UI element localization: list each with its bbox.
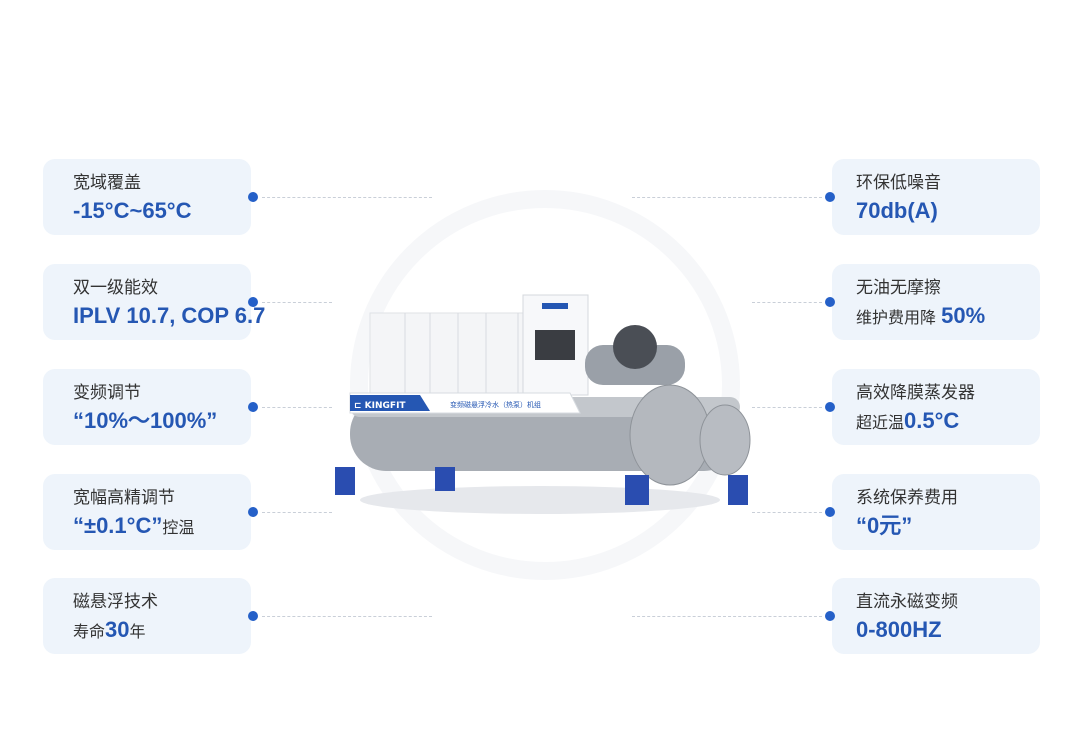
feature-value: “±0.1°C”控温 — [73, 510, 251, 544]
feature-value: 超近温0.5°C — [856, 405, 1040, 439]
connector-dot — [248, 402, 258, 412]
feature-label: 无油无摩擦 — [856, 278, 941, 298]
connector-line — [752, 512, 822, 513]
connector-line — [262, 302, 332, 303]
connector-line — [632, 197, 822, 198]
feature-card: 磁悬浮技术 寿命30年 — [43, 578, 251, 654]
connector-line — [262, 407, 332, 408]
feature-label: 环保低噪音 — [856, 173, 941, 193]
feature-value: 维护费用降 50% — [856, 300, 1040, 334]
value-highlight: 30 — [105, 617, 130, 642]
value-highlight: 50% — [941, 303, 986, 328]
connector-dot — [825, 402, 835, 412]
chiller-unit-image: ⊏ KINGFIT 变频磁悬浮冷水（热泵）机组 — [335, 294, 751, 514]
feature-label: 变频调节 — [73, 383, 141, 403]
feature-card: 环保低噪音 70db(A) — [832, 159, 1040, 235]
feature-value: “10%～100%” — [73, 405, 251, 439]
product-name-label: 变频磁悬浮冷水（热泵）机组 — [450, 400, 541, 409]
connector-dot — [248, 507, 258, 517]
connector-line — [262, 512, 332, 513]
connector-dot — [825, 297, 835, 307]
connector-dot — [248, 192, 258, 202]
feature-label: 系统保养费用 — [856, 488, 958, 508]
value-prefix: 寿命 — [73, 622, 106, 641]
value-highlight: 0.5°C — [904, 408, 960, 433]
connector-line — [632, 616, 822, 617]
feature-label: 磁悬浮技术 — [73, 592, 158, 612]
feature-card: 无油无摩擦 维护费用降 50% — [832, 264, 1040, 340]
feature-label: 直流永磁变频 — [856, 592, 958, 612]
feature-value: 70db(A) — [856, 195, 1040, 229]
value-prefix: 维护费用降 — [856, 308, 942, 327]
value-suffix: 年 — [129, 622, 146, 641]
feature-card: 宽域覆盖 -15°C~65°C — [43, 159, 251, 235]
feature-value: IPLV 10.7, COP 6.7 — [73, 300, 265, 334]
value-highlight: 70db(A) — [856, 198, 938, 223]
feature-label: 双一级能效 — [73, 278, 158, 298]
connector-line — [752, 302, 822, 303]
connector-dot — [825, 507, 835, 517]
feature-card: 变频调节 “10%～100%” — [43, 369, 251, 445]
feature-card: 直流永磁变频 0-800HZ — [832, 578, 1040, 654]
value-highlight: “10%～100%” — [73, 408, 218, 433]
feature-value: -15°C~65°C — [73, 195, 251, 229]
value-highlight: -15°C~65°C — [73, 198, 192, 223]
connector-dot — [248, 297, 258, 307]
feature-card: 高效降膜蒸发器 超近温0.5°C — [832, 369, 1040, 445]
value-highlight: “±0.1°C” — [73, 513, 163, 538]
connector-dot — [248, 611, 258, 621]
value-highlight: 0-800HZ — [856, 617, 942, 642]
value-highlight: “0元” — [856, 513, 913, 538]
connector-line — [262, 197, 432, 198]
connector-dot — [825, 611, 835, 621]
feature-label: 高效降膜蒸发器 — [856, 383, 975, 403]
feature-value: 0-800HZ — [856, 614, 1040, 648]
value-highlight: IPLV 10.7, COP 6.7 — [73, 303, 266, 328]
feature-value: “0元” — [856, 510, 1040, 544]
value-suffix: 控温 — [162, 518, 195, 537]
value-prefix: 超近温 — [856, 413, 905, 432]
feature-label: 宽幅高精调节 — [73, 488, 175, 508]
feature-card: 双一级能效 IPLV 10.7, COP 6.7 — [43, 264, 265, 340]
connector-dot — [825, 192, 835, 202]
brand-logo: ⊏ KINGFIT — [354, 401, 406, 411]
feature-label: 宽域覆盖 — [73, 173, 141, 193]
feature-card: 系统保养费用 “0元” — [832, 474, 1040, 550]
connector-line — [752, 407, 822, 408]
feature-value: 寿命30年 — [73, 614, 251, 648]
feature-card: 宽幅高精调节 “±0.1°C”控温 — [43, 474, 251, 550]
connector-line — [262, 616, 432, 617]
